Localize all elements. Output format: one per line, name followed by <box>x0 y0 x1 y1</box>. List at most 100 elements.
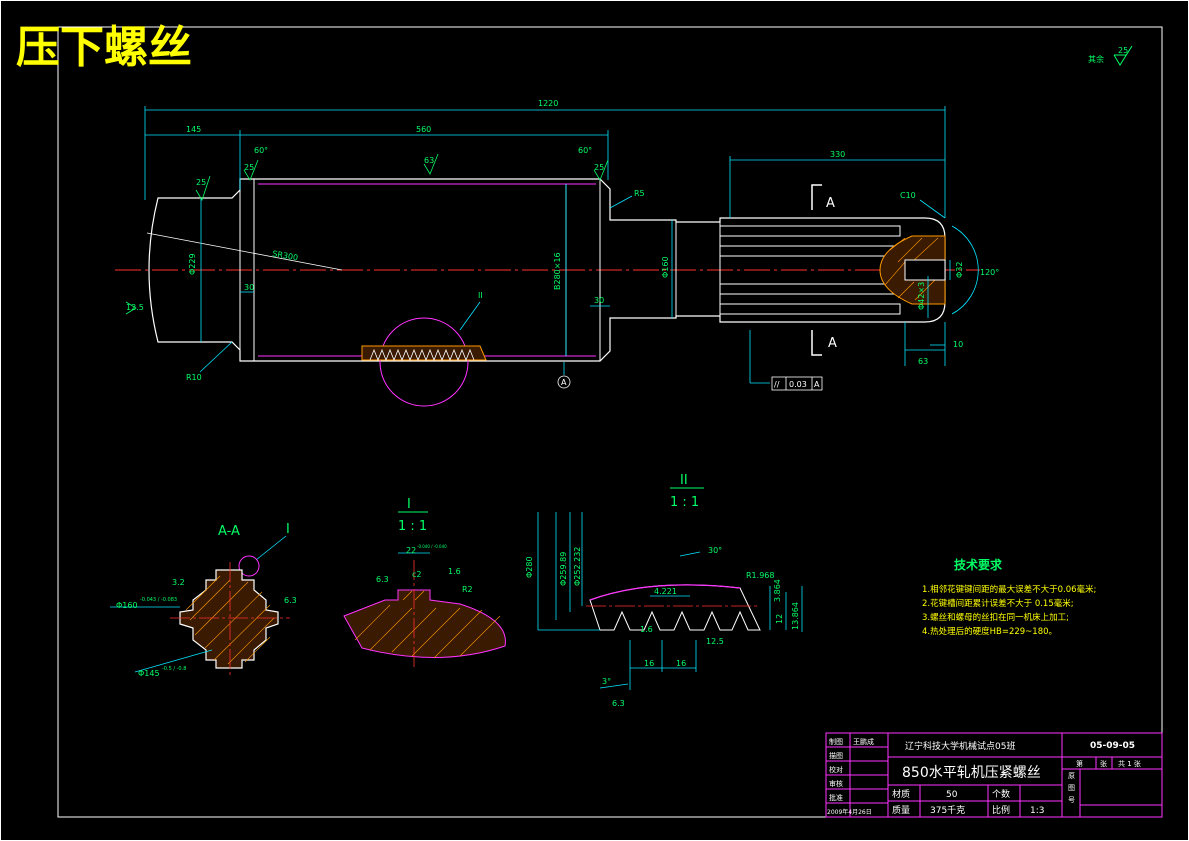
tech-item-4: 4.热处理后的硬度HB=229~180。 <box>922 626 1057 637</box>
detail-one-roughness-b: 1.6 <box>448 567 461 576</box>
tb-qty-label: 个数 <box>992 788 1010 800</box>
dim-right-length: 330 <box>830 150 845 159</box>
tb-row-label-3: 校对 <box>829 765 843 774</box>
detail-two-dia-a: Φ259.89 <box>559 552 568 586</box>
detail-one-profile <box>343 589 506 659</box>
dim-left-length: 145 <box>186 125 201 134</box>
section-dia-outer-tol: -0.043 / -0.083 <box>140 597 177 603</box>
detail-two-roughness-c: 6.3 <box>612 699 625 708</box>
detail-one: I 1 : 1 22 -0.040 / -0.040 c2 R2 6.3 1.6 <box>343 497 506 668</box>
detail-two-roughness-a: 1.6 <box>640 625 653 634</box>
dim-roughness-top: 63 <box>424 156 434 165</box>
section-dia-inner: Φ145 <box>138 669 160 678</box>
detail-one-chamfer: c2 <box>412 570 422 579</box>
screw-outline <box>148 178 946 362</box>
detail-two-scale: 1 : 1 <box>670 495 699 510</box>
tolerance-datum: A <box>814 380 820 389</box>
tb-part-name: 850水平轧机压紧螺丝 <box>902 765 1041 781</box>
tb-material-value: 50 <box>946 790 958 800</box>
detail-one-roughness-a: 6.3 <box>376 575 389 584</box>
section-detail-ref: I <box>286 522 290 537</box>
inner-border <box>57 26 1163 818</box>
tech-title: 技术要求 <box>954 557 1003 572</box>
dim-roughness-right: 25 <box>594 163 604 172</box>
detail-two-pitch-a: 4.221 <box>654 587 677 596</box>
detail-ii-circle <box>379 317 469 407</box>
tb-drawing-no: 05-09-05 <box>1090 741 1135 751</box>
dim-roughness-end: 25 <box>196 178 206 187</box>
tech-item-2: 2.花键槽间距累计误差不大于 0.15毫米; <box>922 598 1074 609</box>
section-dia-outer: Φ160 <box>116 601 138 610</box>
dim-angle-120: 120° <box>980 268 999 277</box>
detail-two-angle: 30° <box>708 546 722 555</box>
detail-one-width: 22 <box>406 546 416 555</box>
dim-dia-160: Φ160 <box>661 256 670 278</box>
surface-finish-note: 其余 <box>1088 54 1104 64</box>
dim-30-left: 30 <box>244 283 254 292</box>
detail-two-angle-bottom: 3° <box>602 677 611 686</box>
tb-sheet-no: 张 <box>1100 759 1107 768</box>
detail-one-radius: R2 <box>462 585 473 594</box>
tb-row-label-4: 审核 <box>829 779 843 788</box>
section-mark-bottom: A <box>828 336 837 351</box>
tb-material-label: 材质 <box>892 788 910 800</box>
section-roughness-b: 6.3 <box>284 596 297 605</box>
tech-requirements: 技术要求 1.相邻花键键间距的最大误差不大于0.06毫米; 2.花键槽间距累计误… <box>922 557 1096 637</box>
tb-side-label-1: 原 <box>1068 772 1075 780</box>
dim-angle-right: 60° <box>578 146 592 155</box>
tb-scale-value: 1:3 <box>1030 806 1044 816</box>
tb-scale-label: 比例 <box>992 804 1010 816</box>
tb-sheet-label: 第 <box>1076 759 1083 768</box>
dim-30-right: 30 <box>594 296 604 305</box>
detail-two-roughness-b: 12.5 <box>706 637 724 646</box>
detail-one-label: I <box>407 497 411 512</box>
section-title: A-A <box>218 524 240 539</box>
dim-dia-229: Φ229 <box>188 253 197 275</box>
drawing-title: 压下螺丝 <box>16 22 192 73</box>
detail-two-label: II <box>680 473 688 488</box>
tb-mass-value: 375千克 <box>930 805 965 816</box>
dim-overall-length: 1220 <box>538 99 558 108</box>
detail-two-dia-280: Φ280 <box>525 556 534 578</box>
dim-63: 63 <box>918 357 928 366</box>
tb-row-label-1: 制图 <box>829 737 843 746</box>
tb-sheet-total: 共 1 张 <box>1118 759 1141 768</box>
dim-chamfer: C10 <box>900 191 916 200</box>
detail-one-scale: 1 : 1 <box>398 519 427 534</box>
detail-one-width-tol: -0.040 / -0.040 <box>417 544 447 549</box>
detail-two-pitch-1: 16 <box>644 659 654 668</box>
tb-row-label-5: 批准 <box>829 793 843 802</box>
section-roughness-a: 3.2 <box>172 578 185 587</box>
tb-row-label-6: 2009年4月26日 <box>827 808 872 816</box>
dim-roughness-left: 25 <box>244 163 254 172</box>
tolerance-frame <box>771 376 823 391</box>
roughness-symbol-icon <box>1113 45 1133 66</box>
tolerance-value: 0.03 <box>789 380 807 389</box>
detail-two-h2: 12 <box>775 614 784 624</box>
title-block: 制图 描图 校对 审核 批准 2009年4月26日 王鹏成 辽宁科技大学机械试点… <box>825 732 1163 818</box>
detail-ref-ii: II <box>478 291 483 300</box>
splined-section <box>179 569 279 669</box>
dim-body-length: 560 <box>416 125 431 134</box>
detail-two-radius: R1.968 <box>746 571 774 580</box>
tb-drafter: 王鹏成 <box>853 737 874 746</box>
detail-two: II 1 : 1 30° Φ280 Φ259.89 Φ252.232 4.221 <box>525 473 803 708</box>
section-dia-inner-tol: -0.5 / -0.8 <box>162 666 186 672</box>
datum-a: A <box>561 378 567 387</box>
tech-item-3: 3.螺丝和螺母的丝扣在同一机床上加工; <box>922 612 1069 623</box>
detail-two-dia-b: Φ252.232 <box>573 547 582 586</box>
surface-finish-value: 25 <box>1118 46 1128 55</box>
tb-school: 辽宁科技大学机械试点05班 <box>905 740 1015 752</box>
detail-two-h1: 3.864 <box>773 579 782 602</box>
dim-angle-left: 60° <box>254 146 268 155</box>
main-view: SR300 <box>115 99 999 407</box>
tolerance-symbol: // <box>774 380 780 389</box>
dim-dia-32: Φ32 <box>955 262 964 278</box>
tb-row-label-2: 描图 <box>829 751 843 760</box>
dim-sphere-radius: SR300 <box>272 249 299 262</box>
section-a-a: A-A I Φ160 -0.043 / -0.083 Φ145 -0.5 / -… <box>110 522 297 678</box>
tech-item-1: 1.相邻花键键间距的最大误差不大于0.06毫米; <box>922 584 1096 595</box>
dim-dia-42: Φ42×3 <box>917 282 926 310</box>
